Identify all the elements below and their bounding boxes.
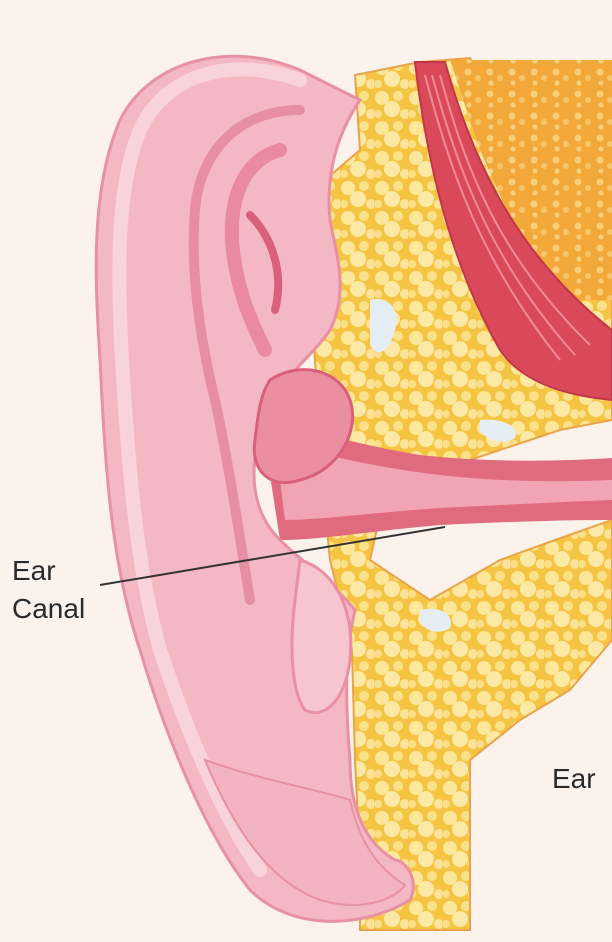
- label-ear-canal-line2: Canal: [12, 593, 85, 624]
- label-ear-canal-line1: Ear: [12, 555, 56, 586]
- label-ear-right: Ear: [552, 763, 596, 794]
